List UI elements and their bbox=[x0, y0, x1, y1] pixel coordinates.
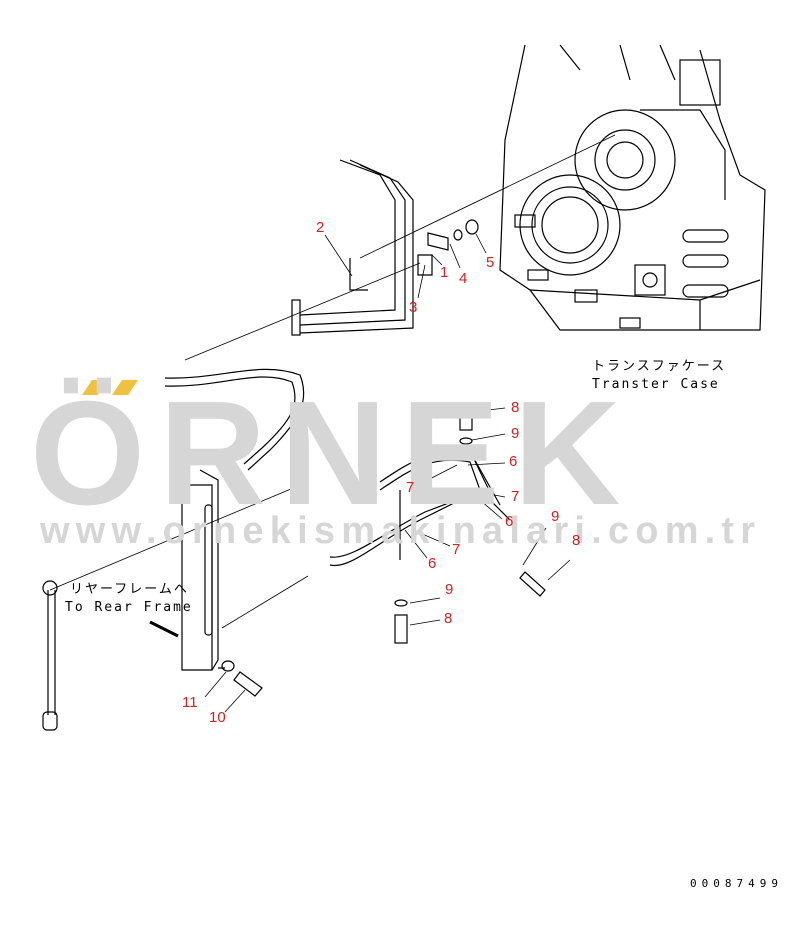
hoses-drawing bbox=[164, 368, 511, 567]
callout-8: 8 bbox=[572, 532, 581, 549]
watermark-url: www.ornekismakinalari.com.tr bbox=[40, 510, 762, 552]
drawing-number: 00087499 bbox=[690, 877, 783, 890]
watermark-brand: ÖRNEK bbox=[30, 371, 635, 536]
transfer-case-drawing bbox=[499, 44, 766, 331]
callout-3: 3 bbox=[409, 299, 418, 316]
callout-1: 1 bbox=[440, 264, 449, 281]
leader-lines bbox=[49, 134, 616, 713]
bracket-and-rod-drawing bbox=[42, 469, 401, 731]
callout-9: 9 bbox=[445, 581, 454, 598]
callout-6: 6 bbox=[505, 513, 514, 530]
callout-4: 4 bbox=[459, 270, 468, 287]
callout-9: 9 bbox=[511, 425, 520, 442]
transfer-case-label-jp: トランスファケース bbox=[592, 359, 727, 374]
callout-6: 6 bbox=[428, 555, 437, 572]
callout-7: 7 bbox=[406, 479, 415, 496]
callout-11: 11 bbox=[182, 694, 198, 711]
callout-9: 9 bbox=[551, 508, 560, 525]
rear-frame-label-en: To Rear Frame bbox=[65, 600, 193, 615]
bolts-drawing bbox=[221, 403, 546, 672]
callout-10: 10 bbox=[209, 709, 226, 726]
callout-7: 7 bbox=[511, 488, 520, 505]
callout-2: 2 bbox=[316, 219, 325, 236]
callout-6: 6 bbox=[509, 453, 518, 470]
callout-5: 5 bbox=[486, 254, 495, 271]
rear-frame-label-jp: リヤーフレームへ bbox=[70, 582, 189, 597]
callout-8: 8 bbox=[511, 399, 520, 416]
callout-7: 7 bbox=[452, 541, 461, 558]
bracket-pipes-drawing bbox=[291, 159, 479, 336]
arrow-icon bbox=[149, 620, 179, 638]
transfer-case-label-en: Transter Case bbox=[592, 377, 720, 392]
watermark-accent-icon bbox=[82, 380, 138, 395]
callout-8: 8 bbox=[444, 610, 453, 627]
